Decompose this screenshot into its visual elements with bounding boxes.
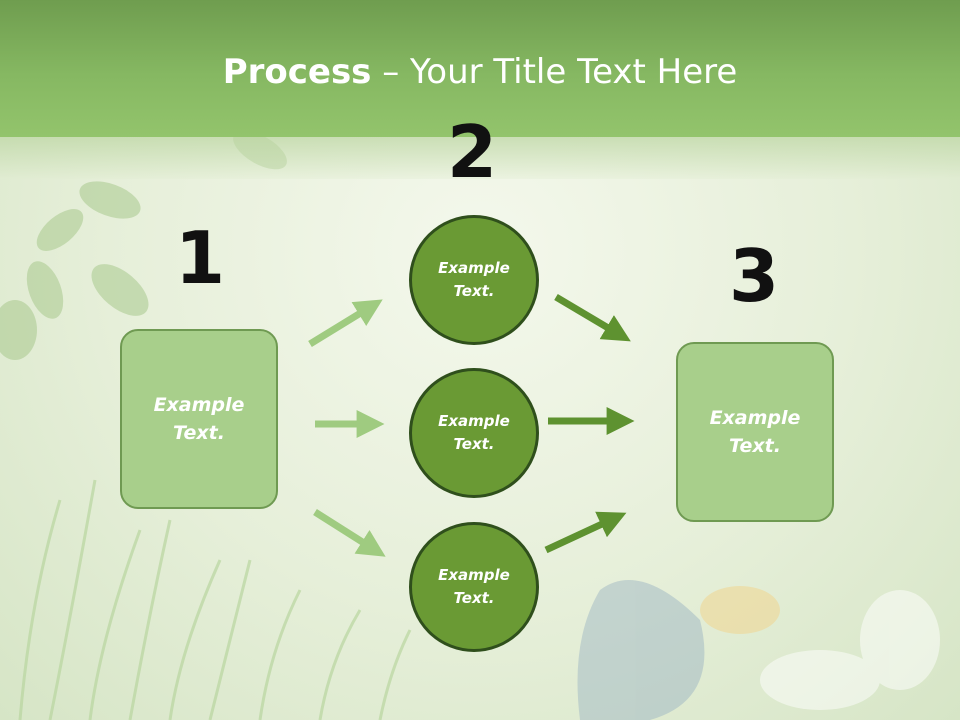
circle-middle-label: Example Text. xyxy=(438,411,510,453)
title-bar xyxy=(0,0,960,137)
arrow-circle-bottom-to-3 xyxy=(544,511,627,554)
circle-bottom-label: Example Text. xyxy=(438,565,510,607)
arrow-1-to-circle-top xyxy=(308,299,383,347)
arrow-circle-top-to-3 xyxy=(554,293,631,342)
step-3-label: Example Text. xyxy=(709,406,801,458)
circle-bottom[interactable]: Example Text. xyxy=(409,522,539,652)
circle-top-label: Example Text. xyxy=(438,258,510,300)
step-number-2: 2 xyxy=(446,110,498,194)
circle-middle[interactable]: Example Text. xyxy=(409,368,539,498)
step-number-3: 3 xyxy=(728,234,780,318)
step-1-label: Example Text. xyxy=(153,393,245,445)
arrow-1-to-circle-bottom xyxy=(313,509,386,557)
step-number-1: 1 xyxy=(174,216,226,300)
step-1-box[interactable]: Example Text. xyxy=(120,329,278,509)
title-band xyxy=(0,137,960,179)
slide-title[interactable]: Process – Your Title Text Here xyxy=(0,52,960,92)
title-bold: Process xyxy=(222,52,372,92)
circle-top[interactable]: Example Text. xyxy=(409,215,539,345)
step-3-box[interactable]: Example Text. xyxy=(676,342,834,522)
title-rest: – Your Title Text Here xyxy=(371,52,738,92)
